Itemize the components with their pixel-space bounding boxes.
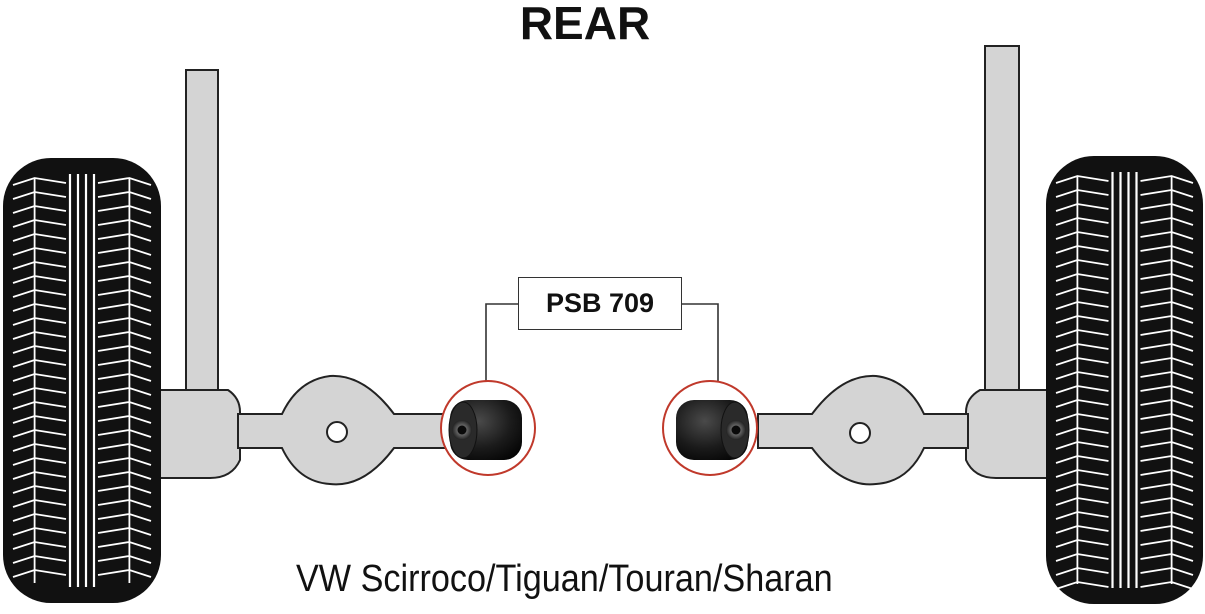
right-bushing-icon	[676, 400, 750, 460]
left-bushing-icon	[448, 400, 522, 460]
right-strut	[984, 45, 1020, 397]
part-number-label: PSB 709	[518, 277, 682, 330]
right-hub	[965, 389, 1056, 479]
left-hub	[149, 389, 241, 479]
left-tire-icon	[3, 158, 161, 603]
vehicle-caption: VW Scirroco/Tiguan/Touran/Sharan	[296, 558, 833, 600]
right-arm-pivot-icon	[849, 422, 871, 444]
left-strut	[185, 69, 219, 401]
diagram-title: REAR	[519, 0, 651, 49]
right-callout-line	[682, 303, 719, 382]
left-arm-pivot-icon	[326, 421, 348, 443]
left-callout-line	[485, 303, 518, 382]
right-tire-icon	[1046, 156, 1203, 604]
